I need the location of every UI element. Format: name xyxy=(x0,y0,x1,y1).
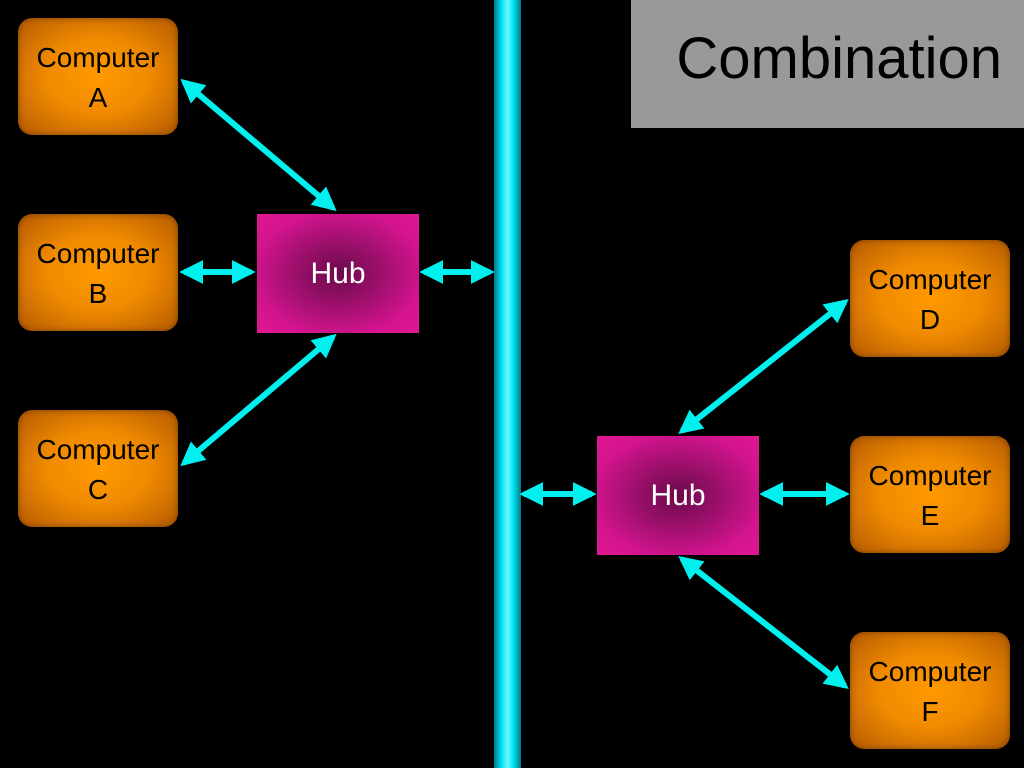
computer-e-label: Computer xyxy=(868,460,992,491)
network-backbone xyxy=(494,0,521,768)
computer-c: Computer C xyxy=(18,410,178,527)
link-hub-right-computer-f xyxy=(678,556,849,689)
hub-left: Hub xyxy=(257,214,419,333)
computer-f-letter: F xyxy=(921,696,939,727)
slide-title: Combination xyxy=(676,26,1002,91)
computer-b: Computer B xyxy=(18,214,178,331)
computer-d: Computer D xyxy=(850,240,1010,357)
title-box: Combination xyxy=(631,0,1024,128)
hub-right: Hub xyxy=(597,436,759,555)
computer-e: Computer E xyxy=(850,436,1010,553)
computer-f-label: Computer xyxy=(868,656,992,687)
computer-c-letter: C xyxy=(87,474,109,505)
link-computer-a-hub-left xyxy=(180,78,337,212)
computer-a-letter: A xyxy=(88,82,108,113)
link-computer-c-hub-left xyxy=(180,333,337,467)
computer-e-letter: E xyxy=(920,500,940,531)
link-hub-right-computer-d xyxy=(678,299,849,434)
computer-d-letter: D xyxy=(919,304,941,335)
computer-f: Computer F xyxy=(850,632,1010,749)
computer-b-label: Computer xyxy=(36,238,160,269)
computer-a: Computer A xyxy=(18,18,178,135)
computer-d-label: Computer xyxy=(868,264,992,295)
computer-a-label: Computer xyxy=(36,42,160,73)
computer-b-letter: B xyxy=(88,278,108,309)
computer-c-label: Computer xyxy=(36,434,160,465)
